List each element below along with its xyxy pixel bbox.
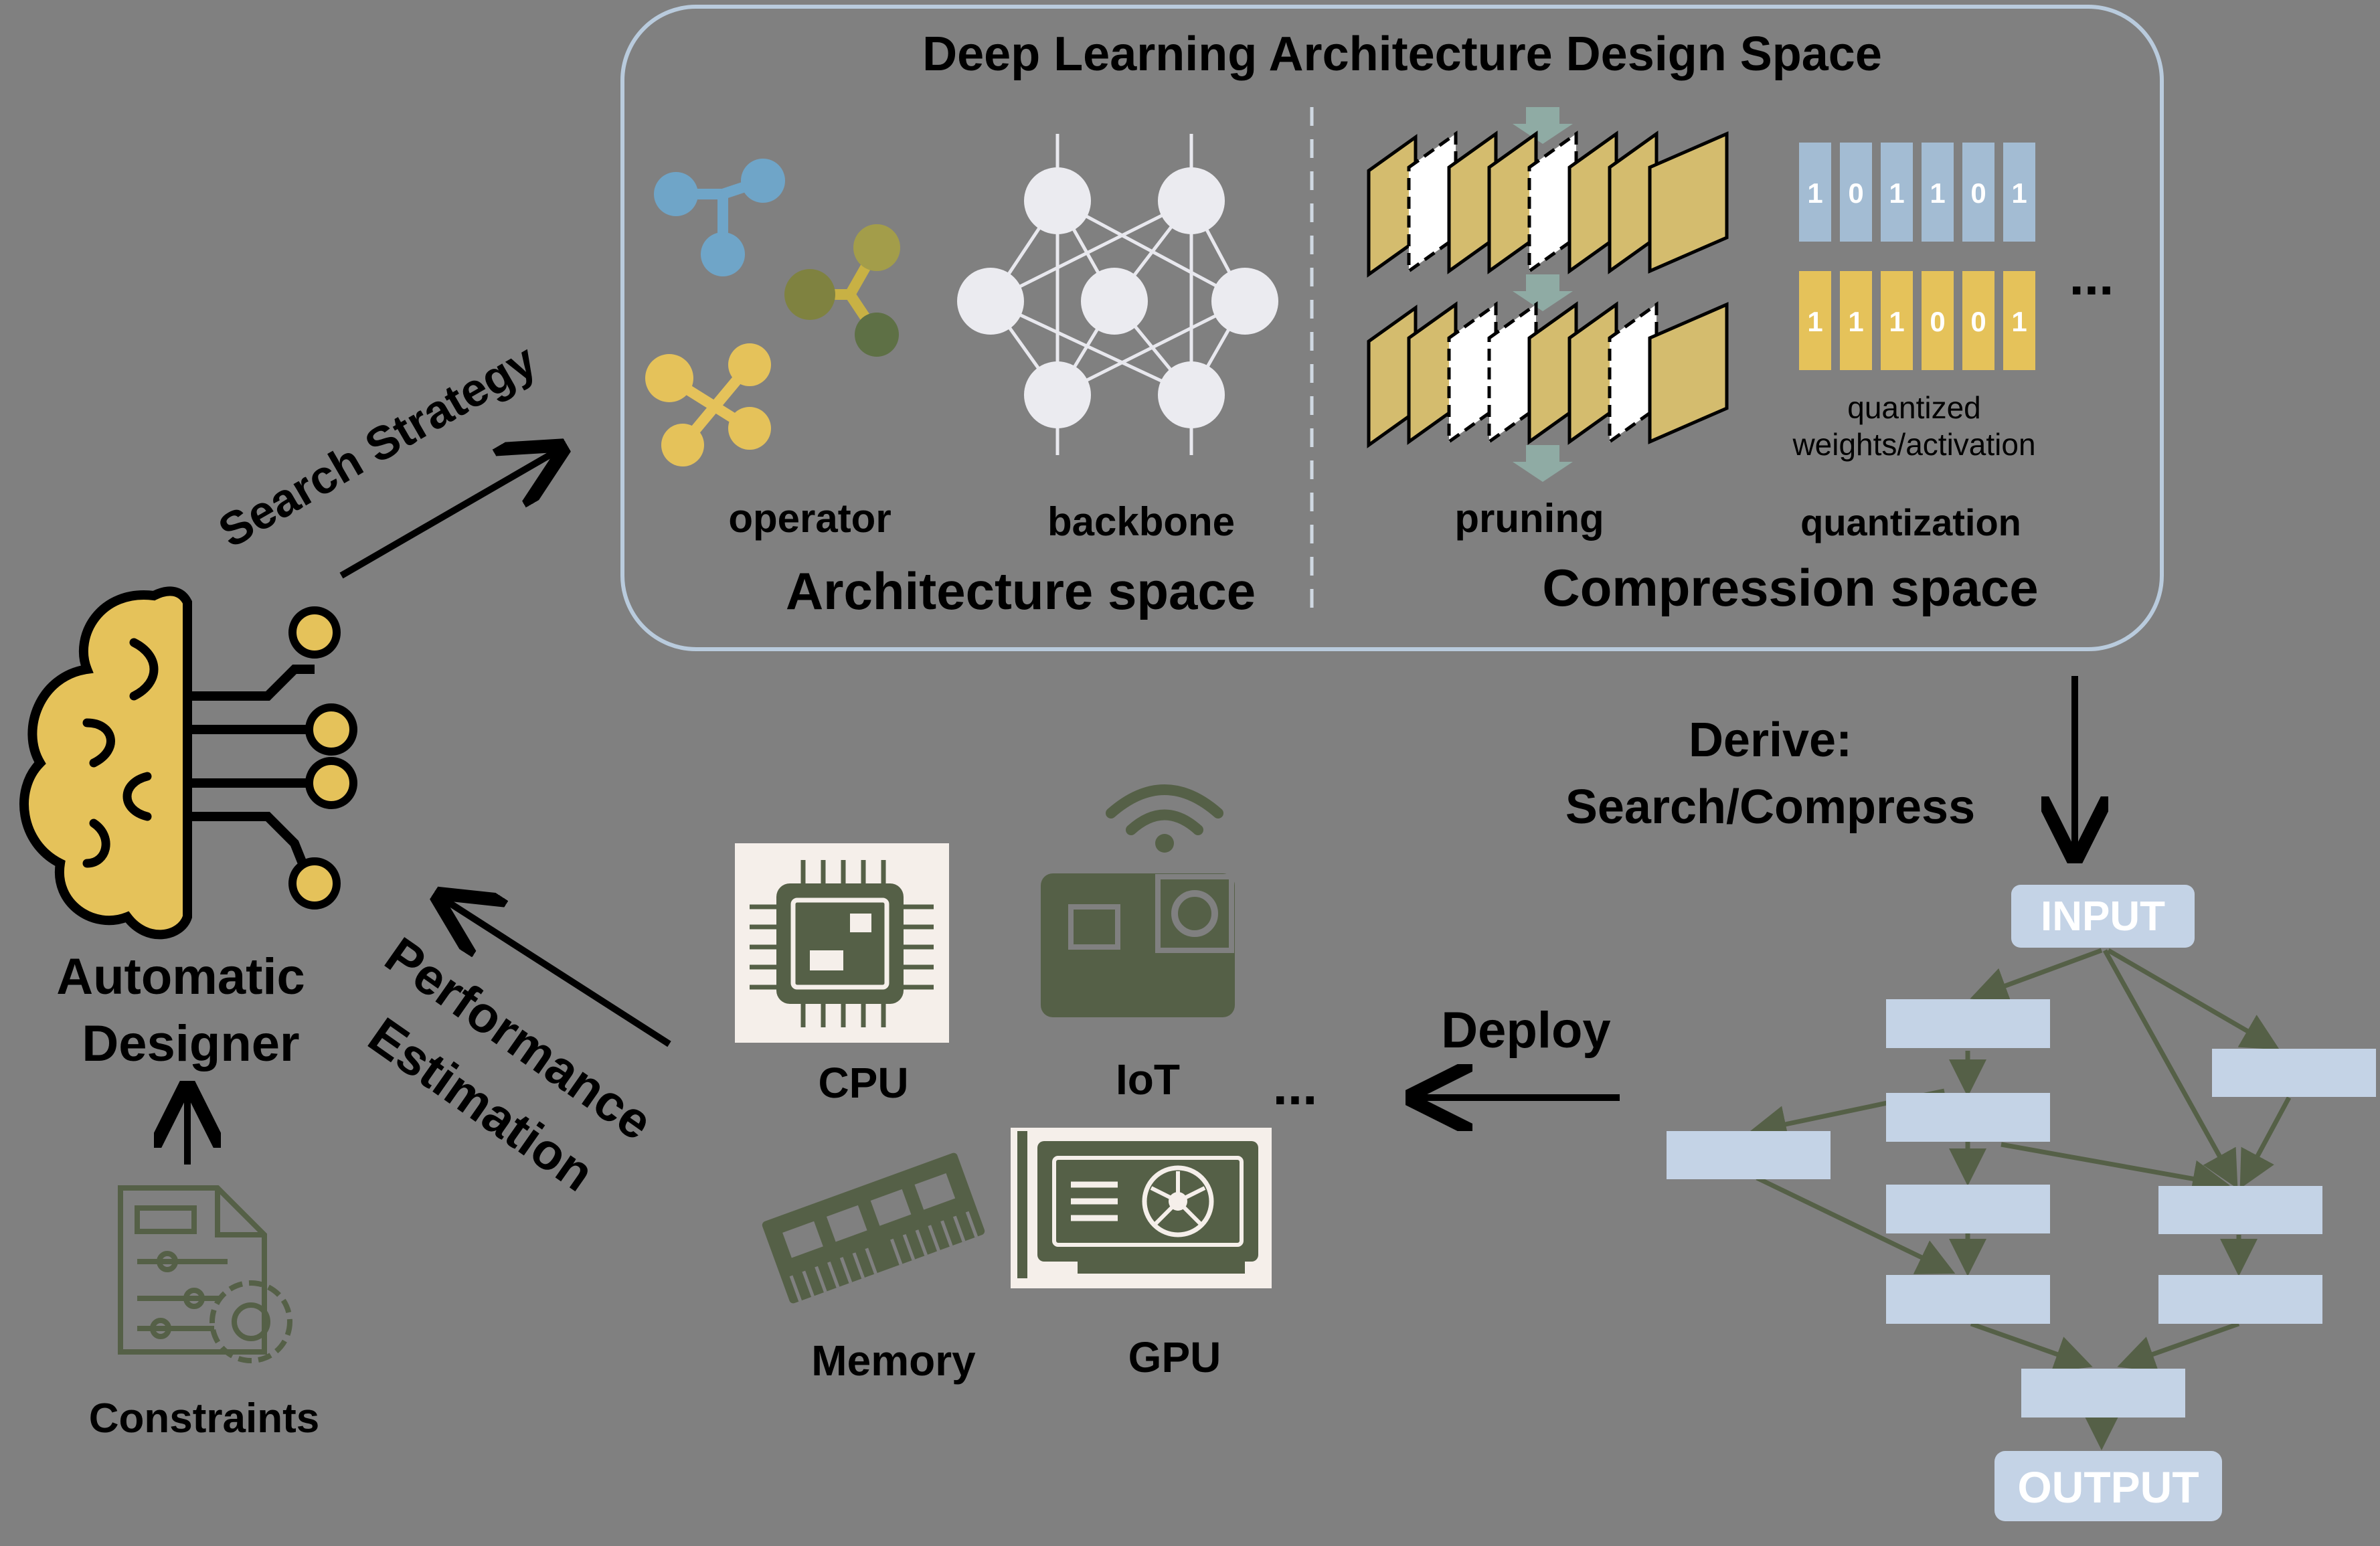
edge-d-out [1970,1321,2093,1373]
memory-label: Memory [811,1337,976,1385]
gpu-icon [1011,1128,1272,1288]
layer-node-b [1886,1093,2050,1142]
memory-icon [762,1152,985,1304]
gpu-label: GPU [1128,1333,1221,1381]
bit-cell [2003,143,2035,242]
architecture-space-label: Architecture space [786,562,1256,620]
bit-value: 0 [1848,177,1863,209]
layer-node-e [1667,1131,1831,1179]
bit-cell [1840,271,1872,370]
bit-cell [2003,271,2035,370]
edge-g-out [2117,1321,2240,1373]
search-strategy-arrow [339,452,556,579]
bit-value: 0 [1930,306,1945,337]
bit-cell [1840,143,1872,242]
edge-input-a [1970,948,2103,1004]
design-space-title: Deep Learning Architecture Design Space [922,27,1882,81]
input-node [2011,885,2195,948]
bit-value: 0 [1970,177,1986,209]
layer-node-out [2021,1369,2185,1418]
layer-node-d [1886,1275,2050,1324]
pruning-label: pruning [1454,496,1604,541]
bit-value: 1 [1848,306,1863,337]
bit-value: 1 [1889,177,1904,209]
bit-cell [1962,143,1994,242]
hardware-ellipsis: ... [1273,1056,1318,1116]
bit-cell [1799,271,1831,370]
cpu-icon [735,843,949,1043]
quantization-label: quantization [1800,501,2021,543]
output-node [1994,1451,2222,1521]
layer-node-g [2158,1275,2322,1324]
bit-value: 1 [2011,306,2027,337]
iot-camera-icon [1041,784,1235,1017]
layer-node-c [1886,1185,2050,1233]
bit-cell [1799,143,1831,242]
backbone-network-icon [957,134,1278,455]
layer-node-a [1886,999,2050,1048]
constraints-label: Constraints [89,1395,319,1442]
bit-cell [1881,271,1913,370]
search-strategy-label: Search Strategy [210,334,545,557]
edge-f-h [2239,1096,2292,1189]
iot-label: IoT [1116,1055,1180,1104]
cpu-label: CPU [818,1059,908,1107]
derive-label-line2: Search/Compress [1565,780,1975,834]
quantization-ellipsis: ... [2069,246,2114,306]
designer-label-line1: Automatic [56,948,305,1005]
bit-value: 1 [1807,177,1822,209]
bit-cell [1922,143,1954,242]
quantized-line2: weights/activation [1792,427,2035,462]
output-node-label: OUTPUT [2017,1462,2199,1512]
backbone-label: backbone [1047,499,1235,544]
edge-b-h [2001,1142,2230,1197]
bit-value: 1 [1930,177,1945,209]
input-node-label: INPUT [2041,893,2165,940]
pruning-icon [1367,107,1729,482]
layer-node-f [2212,1049,2376,1097]
bit-value: 1 [1807,306,1822,337]
bit-value: 1 [1889,306,1904,337]
bit-cell [1922,271,1954,370]
edge-e-d [1756,1175,1956,1274]
bit-value: 0 [1970,306,1986,337]
constraints-document-icon [118,1185,292,1363]
performance-arrow [445,900,671,1047]
operator-label: operator [728,496,891,541]
layer-node-h [2158,1186,2322,1234]
edge-input-f [2107,948,2280,1050]
bit-cell [1881,143,1913,242]
derive-label-line1: Derive: [1689,713,1852,767]
operator-icon [645,159,900,466]
deploy-label: Deploy [1441,1002,1610,1059]
design-space-panel: Deep Learning Architecture Design Space [620,5,2164,651]
bit-value: 1 [2011,177,2027,209]
quantized-line1: quantized [1847,390,1981,425]
designer-label-line2: Designer [82,1015,299,1072]
bit-cell [1962,271,1994,370]
brain-circuit-icon [19,586,357,940]
derived-network: INPUT OUTPUT [1667,885,2376,1521]
edge-input-h [2102,949,2238,1189]
compression-space-label: Compression space [1542,558,2038,617]
